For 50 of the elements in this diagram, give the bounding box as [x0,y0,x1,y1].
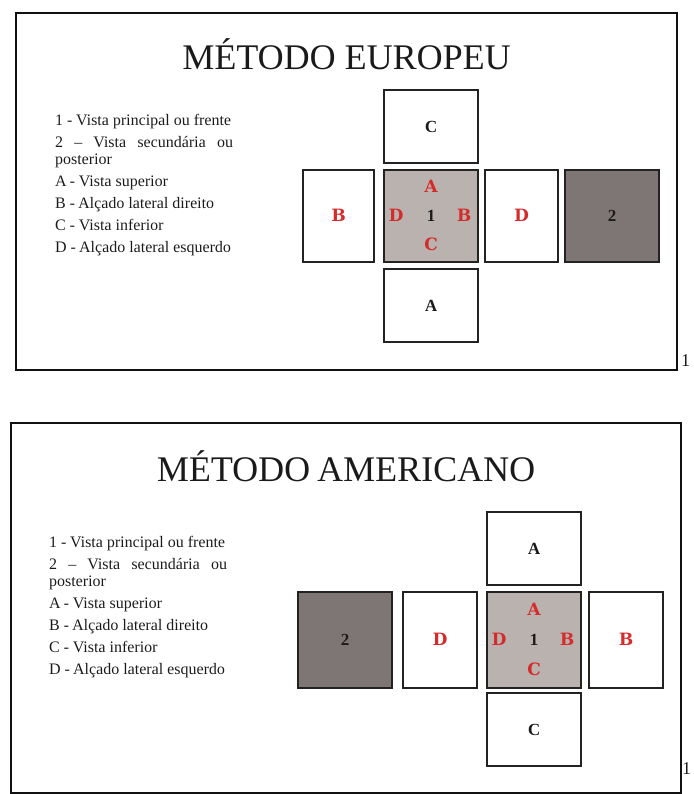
key-text: A - Vista superior [49,595,163,612]
key-text: D - Alçado lateral esquerdo [49,661,226,678]
view-letter: 2 [340,630,350,650]
view-box [486,511,582,586]
diagram-panel [10,422,682,794]
key-text: B - Alçado lateral direito [55,195,216,212]
key-text: C - Vista inferior [49,639,158,656]
view-box [383,89,479,164]
key-text: A - Vista superior [55,173,169,190]
key-text: 1 - Vista principal ou frente [49,534,226,551]
view-letter: D [388,206,404,226]
view-box [484,169,559,263]
view-box [383,169,479,263]
view-box [297,591,393,689]
view-letter: D [432,630,448,650]
diagram-panel [15,12,678,371]
view-letter: B [456,206,472,226]
key-text: 1 - Vista principal ou frente [55,112,232,129]
view-letter: C [528,720,540,740]
view-letter: A [424,296,438,316]
key-text: 2 – Vista secundária ou posterior [55,134,233,168]
view-box [302,169,375,263]
page-number: 1 [682,758,691,779]
view-letter: B [560,630,574,650]
view-letter: B [618,630,634,650]
view-letter: 1 [426,206,436,226]
view-letter: D [492,630,506,650]
view-letter: A [528,538,540,558]
key-text: 2 – Vista secundária ou posterior [49,556,227,590]
view-letter: C [424,116,438,136]
view-box [564,169,660,263]
view-letter: C [424,234,438,255]
view-letter: C [527,660,541,680]
view-letter: B [331,206,346,226]
key-text: B - Alçado lateral direito [49,617,210,634]
page-number: 1 [681,350,690,371]
view-letter: 2 [608,206,616,226]
view-box [486,692,582,767]
key-text: D - Alçado lateral esquerdo [55,239,232,256]
view-letter: A [527,600,541,620]
view-letter: 1 [530,630,538,650]
view-box [383,268,479,343]
view-box [402,591,478,689]
view-box [486,591,582,689]
view-letter: D [514,206,529,226]
view-letter: A [424,177,438,198]
panel-title: MÉTODO AMERICANO [156,448,536,490]
panel-title: MÉTODO EUROPEU [181,36,512,78]
key-text: C - Vista inferior [55,217,164,234]
view-box [588,591,664,689]
